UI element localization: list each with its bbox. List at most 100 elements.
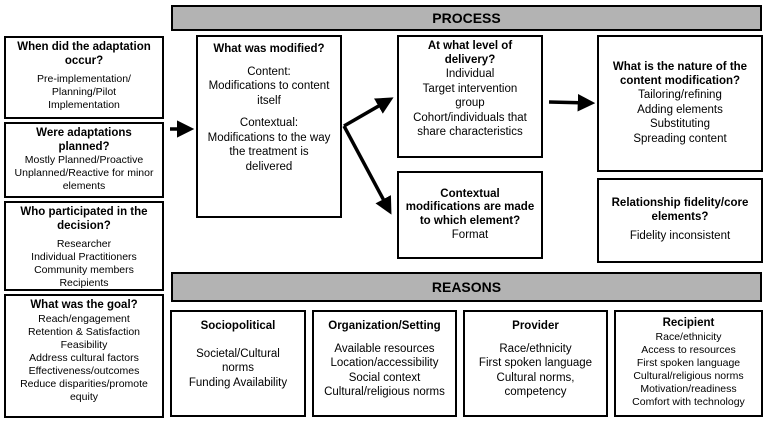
- text-line: Mostly Planned/Proactive: [24, 154, 144, 166]
- text-line: Effectiveness/outcomes: [28, 364, 140, 377]
- text-line: content modification?: [619, 74, 741, 87]
- text-line: Location/accessibility: [330, 357, 439, 369]
- text-line: Access to resources: [641, 343, 736, 356]
- text-line: share characteristics: [417, 126, 523, 138]
- text-line: Content:: [247, 65, 291, 78]
- text-line: occur?: [64, 54, 104, 67]
- text-line: Target intervention: [422, 82, 518, 95]
- text-line: Available resources: [334, 342, 435, 355]
- text-line: Funding Availability: [188, 376, 288, 389]
- text-line: When did the adaptation: [17, 41, 151, 53]
- text-line: Sociopolitical: [200, 320, 276, 332]
- contextual-element-items: Format: [452, 228, 488, 243]
- text-line: Were adaptations: [36, 127, 132, 139]
- arrow-modified-to-level: [343, 97, 394, 128]
- text-line: First spoken language: [636, 356, 741, 369]
- what-modified-box: What was modified? Content: Modifications…: [196, 35, 342, 218]
- text-line: Tailoring/refining: [638, 89, 722, 101]
- text-line: What is the nature of the: [612, 61, 748, 73]
- text-line: Researcher: [56, 238, 112, 250]
- text-line: norms: [222, 362, 254, 374]
- text-line: Recipients: [59, 277, 109, 289]
- text-line: Modifications to the way: [207, 131, 331, 144]
- text-line: Unplanned/Reactive for minor: [14, 167, 154, 179]
- process-banner-label: PROCESS: [432, 10, 501, 26]
- text-line: Contextual: [440, 187, 500, 200]
- text-line: Race/ethnicity: [499, 342, 572, 355]
- reasons-banner-label: REASONS: [431, 279, 502, 295]
- process-banner: PROCESS: [171, 5, 762, 31]
- sociopolitical-title: Sociopolitical: [201, 320, 276, 334]
- text-line: Cultural/religious norms: [633, 369, 744, 382]
- arrow-modified-to-contextual: [342, 125, 392, 215]
- text-line: Comfort with technology: [632, 395, 745, 408]
- text-line: Retention & Satisfaction: [27, 325, 141, 338]
- text-line: Cohort/individuals that: [413, 111, 527, 124]
- text-line: the treatment is: [229, 146, 309, 158]
- text-line: Format: [451, 229, 489, 241]
- organization-box: Organization/Setting Available resources…: [312, 310, 457, 417]
- text-line: group: [455, 97, 485, 109]
- text-line: Reach/engagement: [38, 312, 130, 325]
- text-line: Who participated in the: [20, 206, 148, 218]
- text-line: elements: [62, 180, 106, 192]
- text-line: Pre-implementation/: [37, 73, 131, 85]
- text-line: Provider: [512, 320, 559, 332]
- text-line: Planning/Pilot: [51, 86, 117, 98]
- text-line: delivery?: [444, 53, 496, 66]
- provider-title: Provider: [512, 320, 559, 334]
- recipient-title: Recipient: [663, 317, 715, 331]
- text-line: At what level of: [427, 40, 513, 52]
- text-line: equity: [69, 390, 98, 403]
- text-line: Individual: [445, 68, 495, 80]
- text-line: modifications are made: [405, 201, 535, 213]
- text-line: competency: [504, 386, 567, 398]
- text-line: Individual Practitioners: [31, 251, 137, 263]
- text-line: Recipient: [662, 317, 715, 329]
- text-line: Spreading content: [633, 132, 727, 145]
- text-line: Social context: [348, 371, 421, 384]
- text-line: First spoken language: [478, 357, 593, 369]
- text-line: Adding elements: [637, 103, 723, 116]
- text-line: What was the goal?: [30, 299, 138, 311]
- text-line: Modifications to content: [208, 80, 330, 92]
- text-line: Societal/Cultural: [196, 347, 280, 360]
- organization-title: Organization/Setting: [328, 320, 440, 334]
- fidelity-items: Fidelity inconsistent: [630, 229, 730, 244]
- arrow-level-to-nature: [548, 93, 596, 112]
- text-line: Motivation/readiness: [640, 382, 737, 395]
- text-line: delivered: [245, 160, 293, 173]
- text-line: Implementation: [48, 99, 120, 111]
- text-line: What was modified?: [213, 43, 325, 55]
- text-line: Contextual:: [239, 117, 299, 129]
- text-line: Community members: [34, 264, 134, 276]
- text-line: planned?: [58, 140, 110, 153]
- text-line: to which element?: [419, 214, 521, 227]
